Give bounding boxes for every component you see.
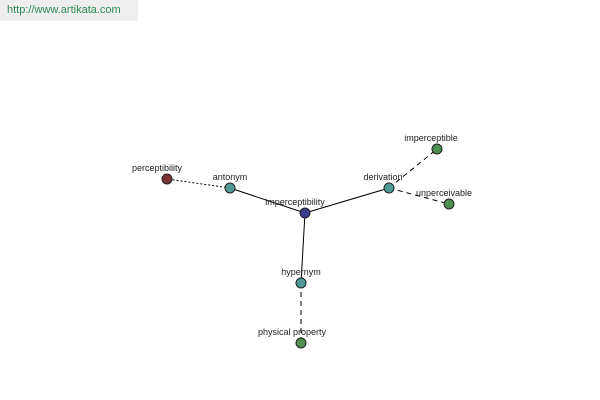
label-derivation: derivation — [363, 172, 402, 182]
label-antonym: antonym — [213, 172, 248, 182]
node-center[interactable] — [299, 207, 311, 219]
watermark-link[interactable]: http://www.artikata.com — [0, 0, 138, 21]
edge-center-hypernym — [300, 212, 306, 284]
edge-antonym-perceptibility — [166, 178, 231, 189]
node-unperceivable[interactable] — [443, 198, 455, 210]
label-hypernym: hypernym — [281, 267, 321, 277]
label-imperceptible: imperceptible — [404, 133, 458, 143]
node-derivation[interactable] — [383, 182, 395, 194]
node-imperceptible[interactable] — [431, 143, 443, 155]
label-physical-property: physical property — [258, 327, 327, 337]
node-antonym[interactable] — [224, 182, 236, 194]
node-physical-property[interactable] — [295, 337, 307, 349]
edge-center-antonym — [229, 187, 306, 214]
edge-derivation-imperceptible — [388, 148, 438, 189]
node-perceptibility[interactable] — [161, 173, 173, 185]
edge-center-derivation — [304, 187, 390, 214]
label-perceptibility: perceptibility — [132, 163, 183, 173]
label-unperceivable: unperceivable — [416, 188, 472, 198]
node-hypernym[interactable] — [295, 277, 307, 289]
label-center: imperceptibility — [265, 197, 325, 207]
edge-derivation-unperceivable — [388, 187, 450, 205]
